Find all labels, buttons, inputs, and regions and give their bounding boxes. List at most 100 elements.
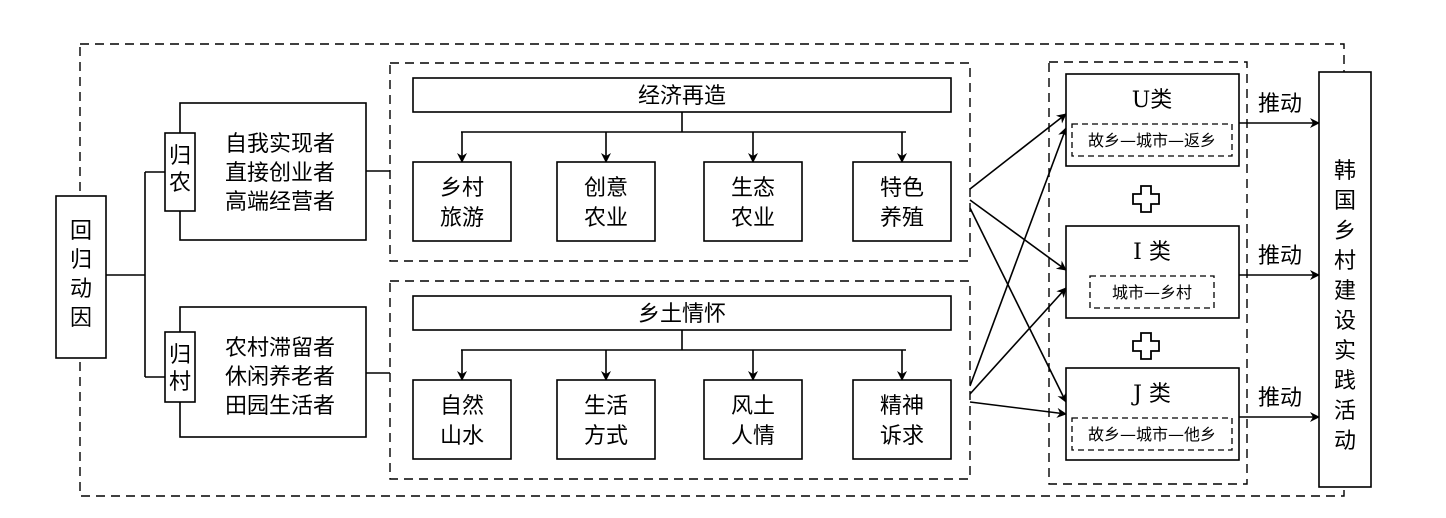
item-frame bbox=[412, 379, 512, 460]
economic-title: 经济再造 bbox=[638, 84, 726, 109]
item-line2: 农业 bbox=[731, 206, 775, 231]
char: 实 bbox=[1334, 339, 1356, 364]
char: 韩 bbox=[1334, 159, 1356, 184]
char: 建 bbox=[1334, 279, 1356, 304]
farming-roles-box bbox=[179, 102, 367, 241]
type-box: J 类故乡—城市—他乡 bbox=[1065, 367, 1240, 461]
char: 国 bbox=[1334, 189, 1356, 214]
type-path-frame bbox=[1071, 417, 1233, 451]
char: 村 bbox=[169, 370, 191, 395]
char: 归 bbox=[169, 343, 191, 368]
item-line1: 自然 bbox=[440, 394, 484, 419]
item-frame bbox=[852, 161, 952, 242]
item-frame bbox=[852, 379, 952, 460]
char: 归 bbox=[70, 248, 92, 273]
arrow bbox=[969, 401, 1067, 418]
item-line2: 养殖 bbox=[880, 206, 924, 231]
type-path-frame bbox=[1071, 123, 1233, 157]
char: 村 bbox=[1334, 249, 1356, 274]
arrow bbox=[969, 207, 1067, 403]
cross-arrows bbox=[969, 113, 1068, 418]
item-line2: 诉求 bbox=[880, 424, 924, 449]
arrow bbox=[969, 127, 1068, 387]
arrow bbox=[969, 199, 1067, 271]
role-line: 休闲养老者 bbox=[225, 365, 335, 390]
type-path: 故乡—城市—返乡 bbox=[1088, 131, 1216, 150]
item-frame bbox=[556, 161, 656, 242]
plus-icon bbox=[1132, 332, 1160, 360]
return-motivation-label: 回归动因 bbox=[70, 219, 92, 331]
village-roles-label: 农村滞留者休闲养老者田园生活者 bbox=[225, 336, 335, 419]
char: 因 bbox=[70, 306, 92, 331]
type-path: 城市—乡村 bbox=[1112, 283, 1192, 302]
char: 农 bbox=[169, 171, 191, 196]
item-line2: 方式 bbox=[584, 424, 628, 449]
types-group bbox=[1048, 61, 1248, 485]
push-label: 推动 bbox=[1258, 92, 1302, 117]
role-line: 农村滞留者 bbox=[225, 336, 335, 361]
arrow bbox=[969, 113, 1067, 190]
plus-icon bbox=[1132, 185, 1160, 213]
char: 设 bbox=[1334, 309, 1356, 334]
push-label: 推动 bbox=[1258, 386, 1302, 411]
char: 活 bbox=[1334, 399, 1356, 424]
char: 回 bbox=[70, 219, 92, 244]
item-line1: 精神 bbox=[880, 394, 924, 419]
char: 动 bbox=[1334, 429, 1356, 454]
char: 动 bbox=[70, 277, 92, 302]
type-name: I 类 bbox=[1133, 240, 1171, 265]
item-line1: 生活 bbox=[584, 394, 628, 419]
type-frame bbox=[1065, 73, 1240, 167]
arrow bbox=[969, 287, 1067, 395]
char: 归 bbox=[169, 144, 191, 169]
item-frame bbox=[412, 161, 512, 242]
village-roles-box bbox=[179, 306, 367, 438]
type-frame bbox=[1065, 367, 1240, 461]
item-line1: 创意 bbox=[584, 176, 628, 201]
type-path-frame bbox=[1089, 275, 1215, 309]
economic-title-box bbox=[412, 77, 952, 113]
role-line: 田园生活者 bbox=[225, 394, 335, 419]
target-box bbox=[1318, 71, 1372, 488]
push-label: 推动 bbox=[1258, 244, 1302, 269]
role-line: 自我实现者 bbox=[225, 132, 335, 157]
item-line2: 人情 bbox=[731, 424, 775, 449]
type-box: I 类城市—乡村 bbox=[1065, 225, 1240, 319]
village-tag-box bbox=[164, 331, 196, 403]
item-frame bbox=[703, 379, 803, 460]
nostalgia-title-box bbox=[412, 295, 952, 331]
return-motivation-box bbox=[55, 195, 107, 359]
type-frame bbox=[1065, 225, 1240, 319]
nostalgia-group bbox=[389, 280, 971, 480]
char: 乡 bbox=[1334, 219, 1356, 244]
item-line2: 旅游 bbox=[440, 206, 484, 231]
village-tag-label: 归村 bbox=[169, 343, 191, 395]
farming-roles-label: 自我实现者直接创业者高端经营者 bbox=[225, 132, 335, 215]
nostalgia-title: 乡土情怀 bbox=[638, 302, 726, 327]
item-frame bbox=[703, 161, 803, 242]
role-line: 高端经营者 bbox=[225, 190, 335, 215]
farming-tag-box bbox=[164, 132, 196, 212]
item-line1: 乡村 bbox=[440, 176, 484, 201]
item-line2: 农业 bbox=[584, 206, 628, 231]
item-line1: 生态 bbox=[731, 176, 775, 201]
char: 践 bbox=[1334, 369, 1356, 394]
type-name: U类 bbox=[1132, 88, 1173, 113]
item-line2: 山水 bbox=[440, 424, 484, 449]
type-name: J 类 bbox=[1131, 382, 1171, 407]
item-frame bbox=[556, 379, 656, 460]
item-line1: 特色 bbox=[880, 176, 924, 201]
role-line: 直接创业者 bbox=[225, 161, 335, 186]
target-label: 韩国乡村建设实践活动 bbox=[1334, 159, 1356, 454]
type-path: 故乡—城市—他乡 bbox=[1088, 425, 1216, 444]
